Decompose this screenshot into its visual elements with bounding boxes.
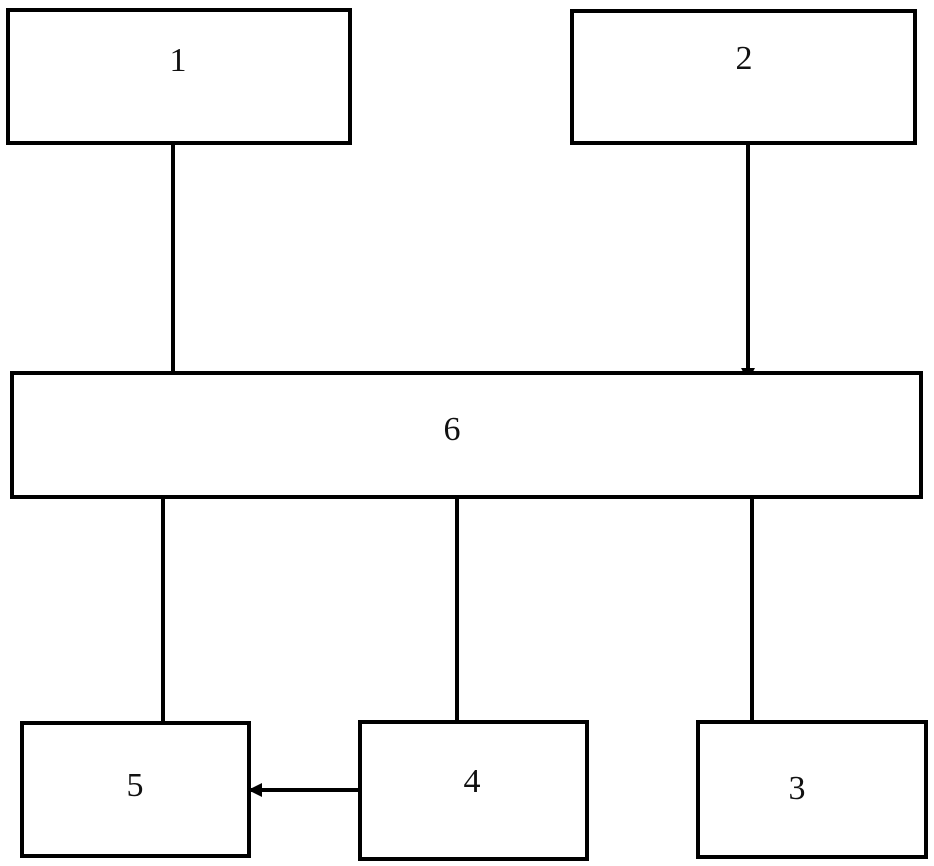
arrow-head-icon (248, 783, 262, 797)
node-2-label: 2 (736, 40, 753, 77)
node-5[interactable]: 5 (20, 721, 251, 858)
connector-4-5 (248, 783, 360, 797)
node-1[interactable]: 1 (6, 8, 352, 145)
node-5-label: 5 (127, 767, 144, 804)
node-3-label: 3 (789, 770, 806, 807)
node-4-rect[interactable] (358, 720, 589, 861)
node-4[interactable]: 4 (358, 720, 589, 861)
connector-2-6 (741, 143, 755, 381)
node-6-label: 6 (444, 411, 461, 448)
node-1-label: 1 (170, 42, 187, 79)
node-6-rect[interactable] (10, 371, 923, 499)
node-2[interactable]: 2 (570, 9, 917, 145)
node-1-rect[interactable] (6, 8, 352, 145)
node-5-rect[interactable] (20, 721, 251, 858)
node-6[interactable]: 6 (10, 371, 923, 499)
node-3[interactable]: 3 (696, 720, 928, 859)
node-2-rect[interactable] (570, 9, 917, 145)
node-4-label: 4 (464, 763, 481, 800)
node-3-rect[interactable] (696, 720, 928, 859)
